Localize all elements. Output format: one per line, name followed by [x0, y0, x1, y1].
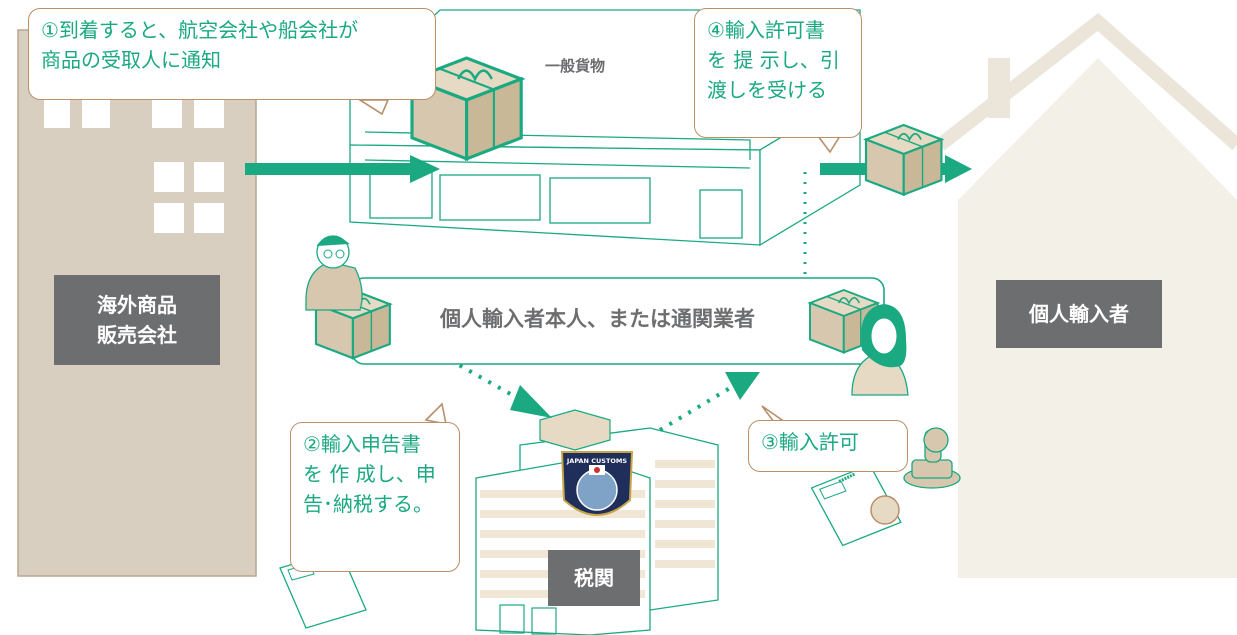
callout-step4-line2: を 提 示し、引	[707, 48, 840, 72]
woman-figure	[851, 304, 909, 396]
callout-step2-line2: を 作 成し、申	[303, 462, 436, 486]
callout-step1: ①到着すると、航空会社や船会社が 商品の受取人に通知	[28, 8, 436, 100]
customs-label: 税関	[548, 550, 640, 606]
stamp-icon	[903, 427, 961, 489]
cargo-label: 一般貨物	[545, 57, 606, 75]
permit-seal	[870, 495, 900, 525]
callout-step4-line1: ④輸入許可書	[707, 18, 825, 42]
callout-step2-line1: ②輸入申告書	[303, 432, 421, 456]
parcel-to-house	[864, 123, 943, 196]
seller-label: 海外商品 販売会社	[54, 275, 220, 365]
arrow-seller-to-warehouse	[245, 155, 440, 183]
man-figure	[305, 235, 363, 311]
seller-label-line1: 海外商品	[97, 293, 177, 317]
callout-step2-line3: 告･納税する。	[303, 492, 433, 516]
callout-step3: ③輸入許可	[748, 420, 908, 472]
callout-step4: ④輸入許可書 を 提 示し、引 渡しを受ける	[694, 8, 862, 138]
broker-label: 個人輸入者本人、または通関業者	[440, 307, 755, 331]
callout-step1-line2: 商品の受取人に通知	[41, 48, 221, 72]
seller-label-line2: 販売会社	[97, 323, 177, 347]
callout-step2: ②輸入申告書 を 作 成し、申 告･納税する。	[290, 422, 460, 572]
importer-label: 個人輸入者	[996, 280, 1162, 348]
arrow-to-customs	[449, 358, 552, 418]
callout-step4-line3: 渡しを受ける	[707, 78, 827, 102]
callout-step3-text: ③輸入許可	[761, 430, 859, 454]
customs-emblem	[560, 451, 634, 516]
callout-step1-line1: ①到着すると、航空会社や船会社が	[41, 18, 359, 42]
arrow-from-customs	[658, 372, 760, 432]
